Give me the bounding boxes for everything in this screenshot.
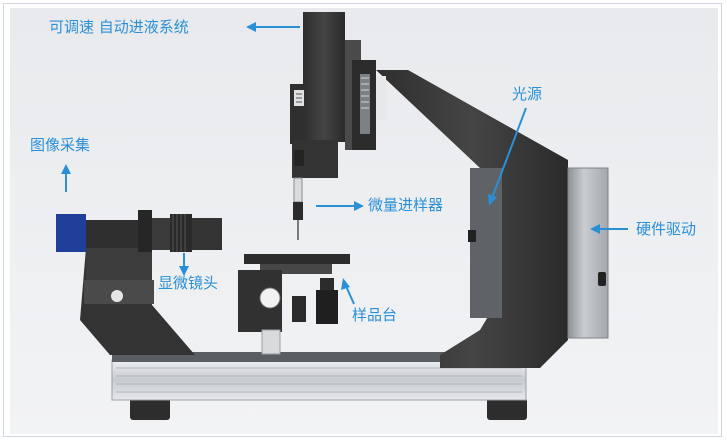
label-light: 光源 [512,85,543,103]
drive-panel [567,167,609,339]
base-foot-left [130,398,170,420]
lens-barrel [86,220,146,248]
arm-inner-plate [470,168,502,318]
arrow-light [491,107,527,199]
base-top-plate [112,352,526,362]
mount-knob [111,290,123,302]
main-arm [376,70,568,368]
image-frame [3,3,722,437]
label-syringe: 微量进样器 [368,196,444,214]
stage-knob-dark [316,290,338,324]
label-imaging: 图像采集 [30,136,91,154]
arrow-stage [345,285,355,305]
label-microscope: 显微镜头 [158,274,219,292]
label-drive: 硬件驱动 [636,220,697,238]
dispenser-tower [303,12,345,142]
base-foot-right [487,398,527,420]
drive-switch [598,272,606,286]
stage-knob-white [259,287,281,309]
camera-body [56,214,86,252]
label-stage: 样品台 [352,306,398,324]
stage-top [244,254,350,264]
label-dispense: 可调速 自动进液系统 [49,18,189,36]
syringe-barrel [293,177,303,203]
